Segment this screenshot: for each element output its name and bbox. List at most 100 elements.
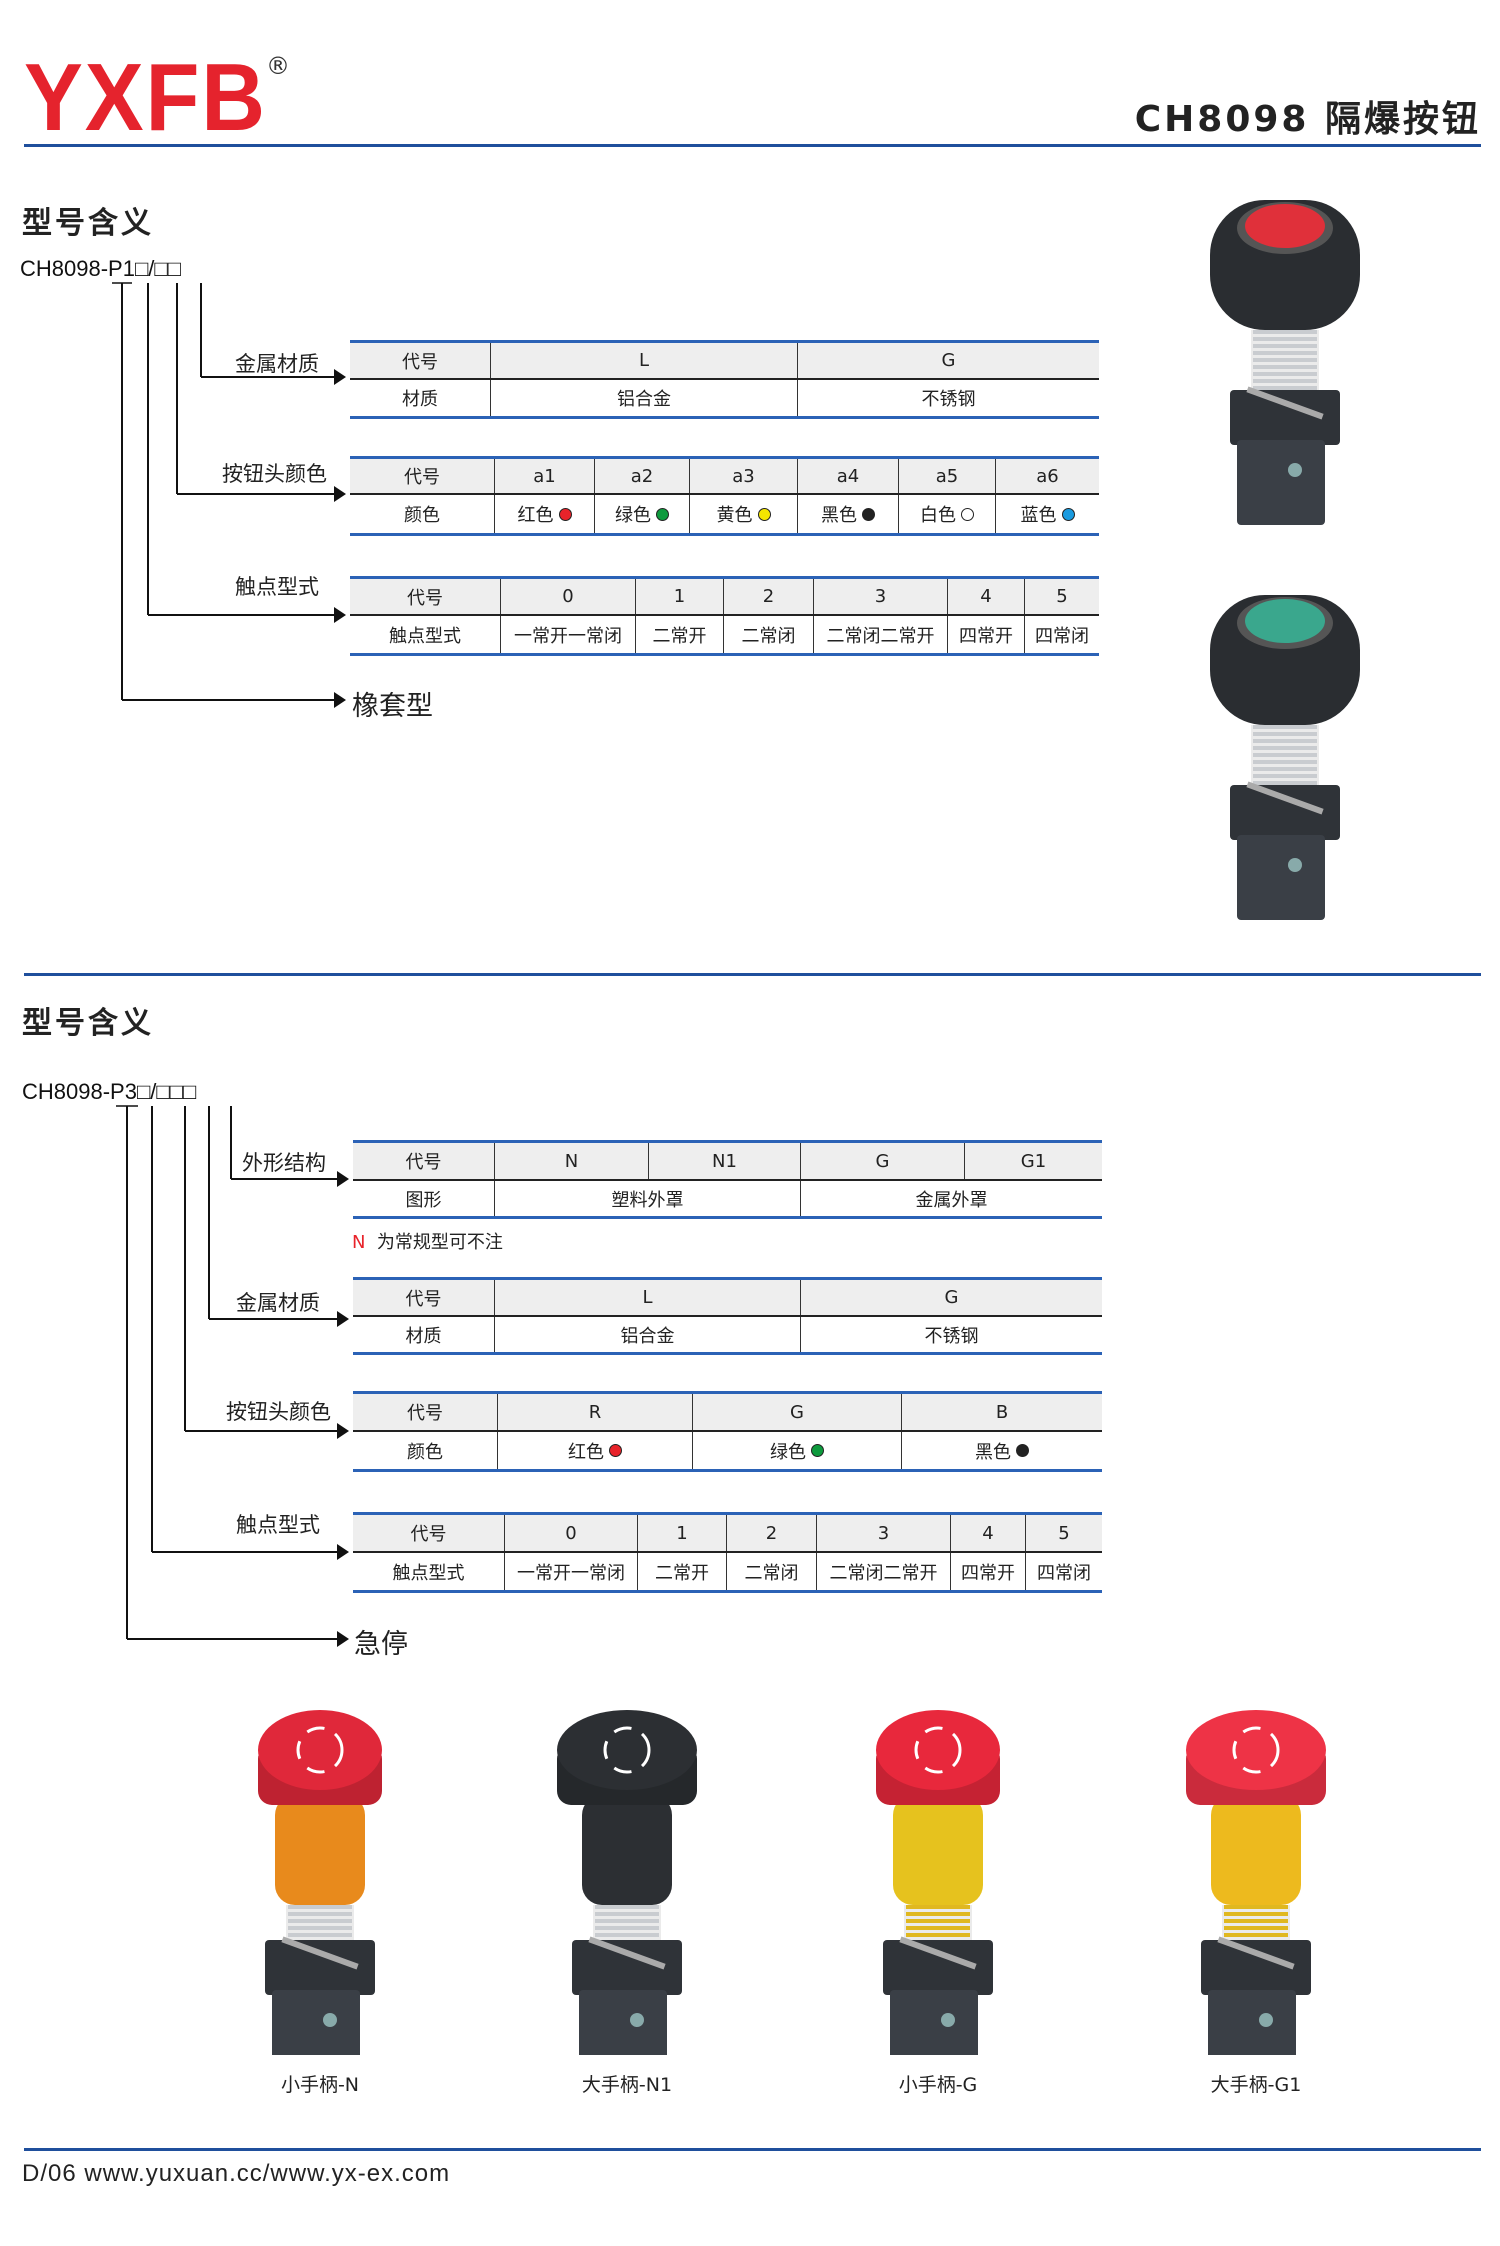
emergency-stop-button-image: [258, 1710, 382, 2055]
value-cell: 白色: [898, 494, 995, 534]
footer-divider: [24, 2148, 1481, 2151]
value-cell: 四常闭: [1025, 1552, 1102, 1591]
header-cell: a1: [494, 458, 594, 494]
value-cell: 塑料外罩: [494, 1180, 800, 1217]
value-text: 二常开: [652, 625, 707, 647]
header-cell: 5: [1025, 1514, 1102, 1552]
value-text: 颜色: [404, 505, 440, 526]
header-cell-code: 代号: [350, 458, 494, 494]
table-label: 按钮头颜色: [222, 462, 327, 486]
value-text: 金属外罩: [915, 1189, 988, 1211]
color-swatch-dot: [757, 507, 771, 521]
note-mark: N: [352, 1232, 366, 1253]
emergency-stop-button-image: [876, 1710, 1000, 2055]
table-label: 触点型式: [235, 575, 319, 599]
header-cell: a3: [689, 458, 797, 494]
value-text: 黑色: [821, 505, 857, 526]
header-cell: 0: [504, 1514, 637, 1552]
section1-model-code: CH8098-P1□/□□: [20, 256, 181, 281]
row-label-cell: 颜色: [350, 494, 494, 534]
value-cell: 二常闭二常开: [816, 1552, 950, 1591]
rubber-boot-button-image: [1210, 200, 1360, 525]
color-swatch-dot: [811, 1444, 824, 1457]
header-cell: 0: [500, 578, 635, 615]
value-cell: 四常闭: [1024, 615, 1099, 654]
section1-end-label: 橡套型: [352, 691, 433, 722]
thread: [1251, 330, 1319, 390]
table-top-rule: [353, 1277, 1102, 1280]
section2-heading: 型号含义: [22, 1006, 154, 1041]
row-label-cell: 触点型式: [350, 615, 500, 654]
header-cell-code: 代号: [353, 1393, 497, 1431]
value-text: 红色: [517, 505, 554, 526]
value-cell: 蓝色: [995, 494, 1099, 534]
table-label: 金属材质: [236, 1291, 320, 1315]
header-cell: G: [797, 342, 1099, 379]
header-cell: 5: [1024, 578, 1099, 615]
value-text: 二常闭二常开: [829, 1562, 938, 1584]
table-bottom-rule: [353, 1352, 1102, 1355]
contact-block: [1230, 386, 1340, 525]
header-cell: 1: [635, 578, 723, 615]
header-cell: 2: [726, 1514, 816, 1552]
section1-heading: 型号含义: [22, 206, 154, 241]
table-label: 金属材质: [235, 352, 319, 376]
table-mid-rule: [350, 378, 1099, 380]
header-cell: L: [494, 1279, 800, 1316]
value-text: 触点型式: [389, 625, 461, 647]
value-cell: 一常开一常闭: [500, 615, 635, 654]
value-text: 四常闭: [1035, 625, 1089, 647]
table-bottom-rule: [353, 1590, 1102, 1593]
header-cell: N: [494, 1142, 648, 1180]
header-cell: a5: [898, 458, 995, 494]
contact-block: [572, 1936, 682, 2055]
note-text: 为常规型可不注: [376, 1232, 503, 1253]
header-cell: 3: [816, 1514, 950, 1552]
value-text: 塑料外罩: [611, 1189, 684, 1211]
value-cell: 二常闭二常开: [813, 615, 947, 654]
value-cell: 四常开: [947, 615, 1024, 654]
value-text: 触点型式: [392, 1562, 465, 1584]
table-label: 触点型式: [236, 1513, 320, 1537]
contact-block: [883, 1936, 993, 2055]
row-label-cell: 图形: [353, 1180, 494, 1217]
color-swatch-dot: [609, 1444, 622, 1457]
header-cell: R: [497, 1393, 692, 1431]
table-top-rule: [350, 576, 1099, 579]
value-text: 铝合金: [617, 389, 671, 410]
value-text: 白色: [920, 505, 956, 526]
value-text: 一常开一常闭: [517, 1562, 625, 1584]
header-cell: B: [901, 1393, 1102, 1431]
arrow-head-icon: [337, 1311, 349, 1327]
header-cell: G: [800, 1279, 1102, 1316]
arrow-head-icon: [334, 692, 346, 708]
color-swatch-dot: [961, 507, 974, 521]
value-text: 四常开: [961, 1562, 1015, 1584]
header-divider: [24, 144, 1481, 147]
arrow-head-icon: [337, 1631, 349, 1647]
row-label-cell: 材质: [350, 379, 490, 417]
table-top-rule: [350, 340, 1099, 343]
value-text: 铝合金: [620, 1325, 675, 1347]
color-swatch-dot: [862, 507, 875, 521]
header-cell: 1: [637, 1514, 726, 1552]
header-cell: a4: [797, 458, 898, 494]
registered-mark: ®: [266, 52, 290, 80]
contact-block: [1230, 781, 1340, 920]
value-cell: 黑色: [901, 1431, 1102, 1470]
header-cell: L: [490, 342, 797, 379]
table-mid-rule: [353, 1551, 1102, 1553]
value-text: 二常闭二常开: [826, 625, 935, 647]
section-divider: [24, 973, 1481, 976]
value-text: 不锈钢: [921, 389, 976, 410]
arrow-head-icon: [337, 1423, 349, 1439]
footer-text: D/06 www.yuxuan.cc/www.yx-ex.com: [22, 2160, 451, 2187]
row-label-cell: 颜色: [353, 1431, 497, 1470]
table-label: 外形结构: [242, 1151, 326, 1175]
header-cell-code: 代号: [353, 1514, 504, 1552]
emergency-stop-button-image: [557, 1710, 697, 2055]
value-cell: 二常开: [635, 615, 723, 654]
row-label-cell: 材质: [353, 1316, 494, 1353]
header-cell: a6: [995, 458, 1099, 494]
